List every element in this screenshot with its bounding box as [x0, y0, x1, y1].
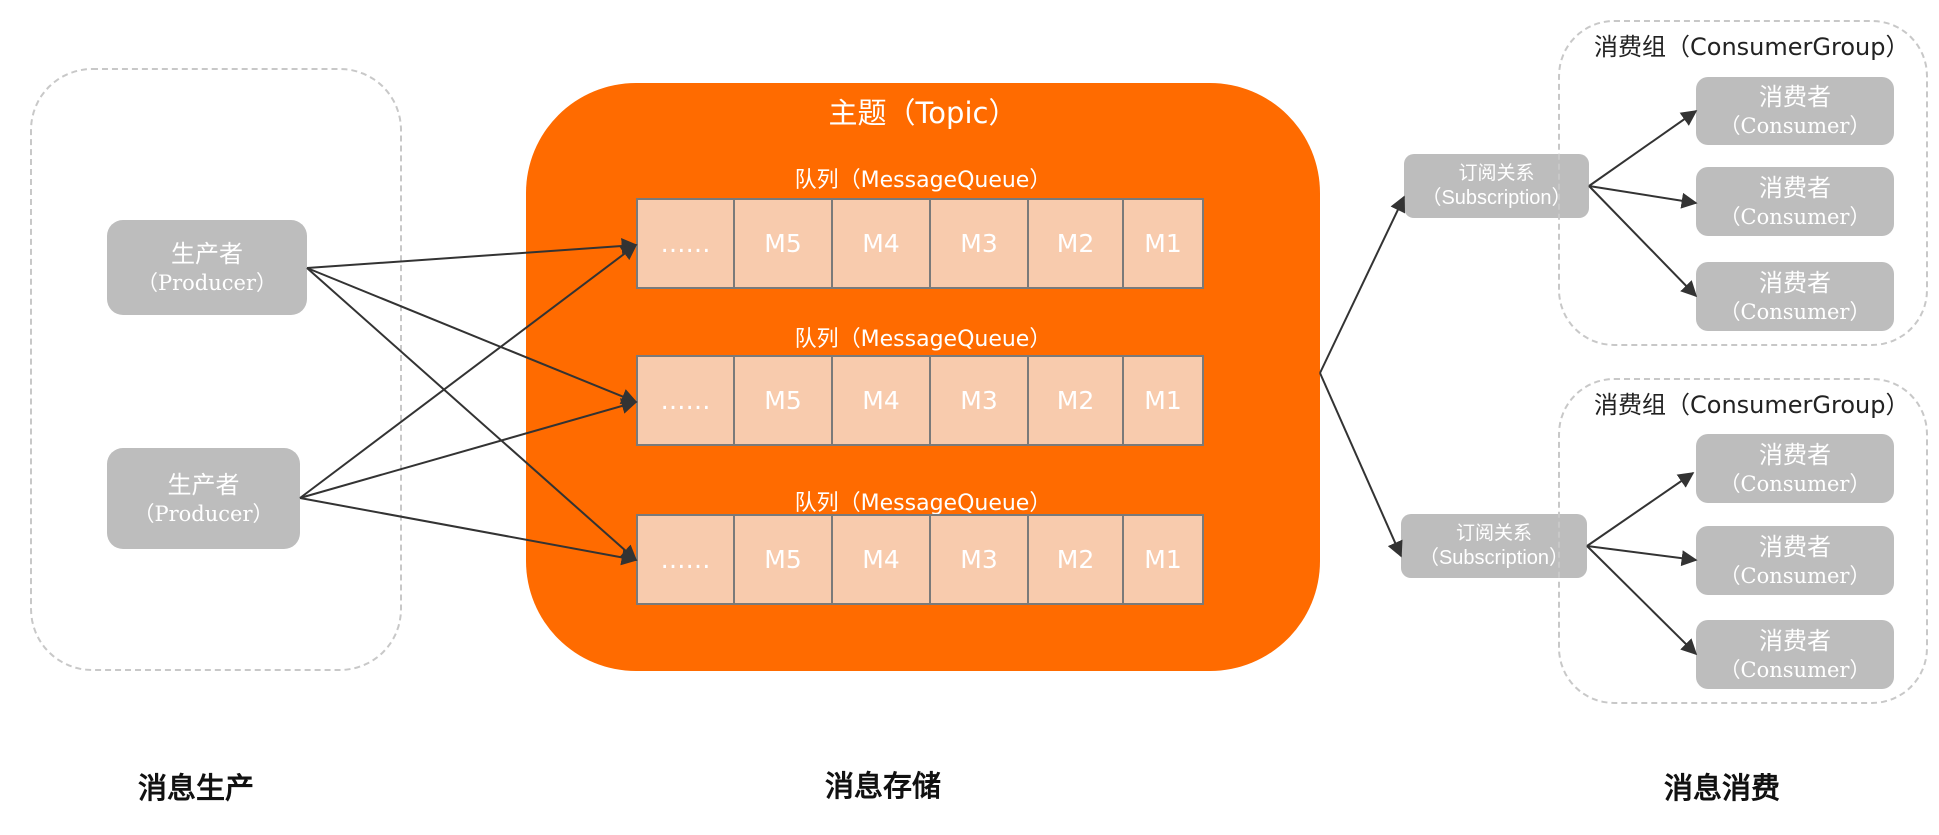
- consumer-group-region: [1558, 20, 1928, 346]
- arrow: [1588, 185, 1698, 298]
- arrow: [1319, 372, 1403, 558]
- consumer-subtitle: （Consumer）: [1719, 563, 1871, 588]
- queue-cell: M5: [735, 200, 833, 287]
- queue-cell-ellipsis: ……: [638, 357, 735, 444]
- arrow: [1586, 472, 1695, 547]
- consumer-title: 消费者: [1759, 532, 1831, 561]
- queue-cell: M3: [931, 357, 1029, 444]
- arrow: [1586, 545, 1698, 656]
- message-queue: …… M5 M4 M3 M2 M1: [636, 198, 1204, 289]
- consumer-group-label: 消费组（ConsumerGroup）: [1594, 33, 1910, 61]
- producer-title: 生产者: [171, 239, 243, 268]
- producer-box: 生产者 （Producer）: [107, 448, 300, 549]
- section-label-consumption: 消息消费: [1663, 771, 1780, 805]
- subscription-title: 订阅关系: [1455, 522, 1532, 544]
- producer-region: [30, 68, 402, 671]
- arrow: [306, 267, 638, 562]
- queue-cell: M2: [1029, 516, 1124, 603]
- producer-box: 生产者 （Producer）: [107, 220, 307, 315]
- subscription-box: 订阅关系 （Subscription）: [1401, 514, 1587, 578]
- message-queue: …… M5 M4 M3 M2 M1: [636, 514, 1204, 605]
- arrow: [299, 244, 638, 499]
- consumer-box: 消费者 （Consumer）: [1696, 526, 1894, 595]
- consumer-box: 消费者 （Consumer）: [1696, 167, 1894, 236]
- section-label-production: 消息生产: [137, 771, 254, 805]
- queue-cell: M3: [931, 200, 1029, 287]
- queue-cell: M1: [1144, 386, 1182, 415]
- consumer-title: 消费者: [1759, 440, 1831, 469]
- queue-cell: M4: [833, 516, 931, 603]
- queue-label: 队列（MessageQueue）: [794, 168, 1052, 193]
- queue-cell: M5: [735, 516, 833, 603]
- producer-subtitle: （Producer）: [133, 501, 274, 526]
- message-queue: …… M5 M4 M3 M2 M1: [636, 355, 1204, 446]
- queue-label: 队列（MessageQueue）: [794, 491, 1052, 516]
- arrow: [1319, 195, 1406, 374]
- consumer-box: 消费者 （Consumer）: [1696, 434, 1894, 503]
- queue-cell: M1: [1144, 229, 1182, 258]
- queue-cell: M4: [833, 200, 931, 287]
- arrow: [306, 267, 638, 404]
- consumer-subtitle: （Consumer）: [1719, 299, 1871, 324]
- queue-label: 队列（MessageQueue）: [794, 327, 1052, 352]
- producer-title: 生产者: [167, 470, 240, 499]
- subscription-subtitle: （Subscription）: [1418, 547, 1570, 569]
- producer-subtitle: （Producer）: [136, 270, 277, 295]
- queue-cell: M3: [931, 516, 1029, 603]
- consumer-box: 消费者 （Consumer）: [1696, 262, 1894, 331]
- arrow: [299, 398, 638, 499]
- queue-cell: M5: [735, 357, 833, 444]
- consumer-title: 消费者: [1759, 268, 1831, 297]
- consumer-subtitle: （Consumer）: [1719, 114, 1871, 138]
- arrow: [306, 238, 638, 269]
- arrow: [1588, 185, 1698, 209]
- queue-cell-ellipsis: ……: [638, 516, 735, 603]
- arrow: [1586, 545, 1698, 567]
- consumer-group-region: [1558, 378, 1928, 704]
- consumer-title: 消费者: [1759, 626, 1831, 655]
- consumer-box: 消费者 （Consumer）: [1696, 77, 1894, 145]
- consumer-subtitle: （Consumer）: [1719, 657, 1871, 682]
- arrow: [1588, 110, 1698, 187]
- topic-label: 主题（Topic）: [828, 96, 1018, 130]
- consumer-title: 消费者: [1759, 173, 1831, 202]
- queue-cell: M4: [833, 357, 931, 444]
- section-label-storage: 消息存储: [824, 769, 941, 803]
- queue-cell-ellipsis: ……: [638, 200, 735, 287]
- queue-cell: M1: [1144, 545, 1182, 574]
- consumer-group-label: 消费组（ConsumerGroup）: [1594, 391, 1910, 419]
- consumer-subtitle: （Consumer）: [1719, 204, 1871, 229]
- subscription-title: 订阅关系: [1458, 162, 1535, 184]
- arrow: [299, 497, 638, 566]
- consumer-title: 消费者: [1759, 83, 1831, 111]
- consumer-subtitle: （Consumer）: [1719, 471, 1871, 496]
- queue-cell: M2: [1029, 357, 1124, 444]
- queue-cell: M2: [1029, 200, 1124, 287]
- consumer-box: 消费者 （Consumer）: [1696, 620, 1894, 689]
- subscription-subtitle: （Subscription）: [1421, 187, 1572, 209]
